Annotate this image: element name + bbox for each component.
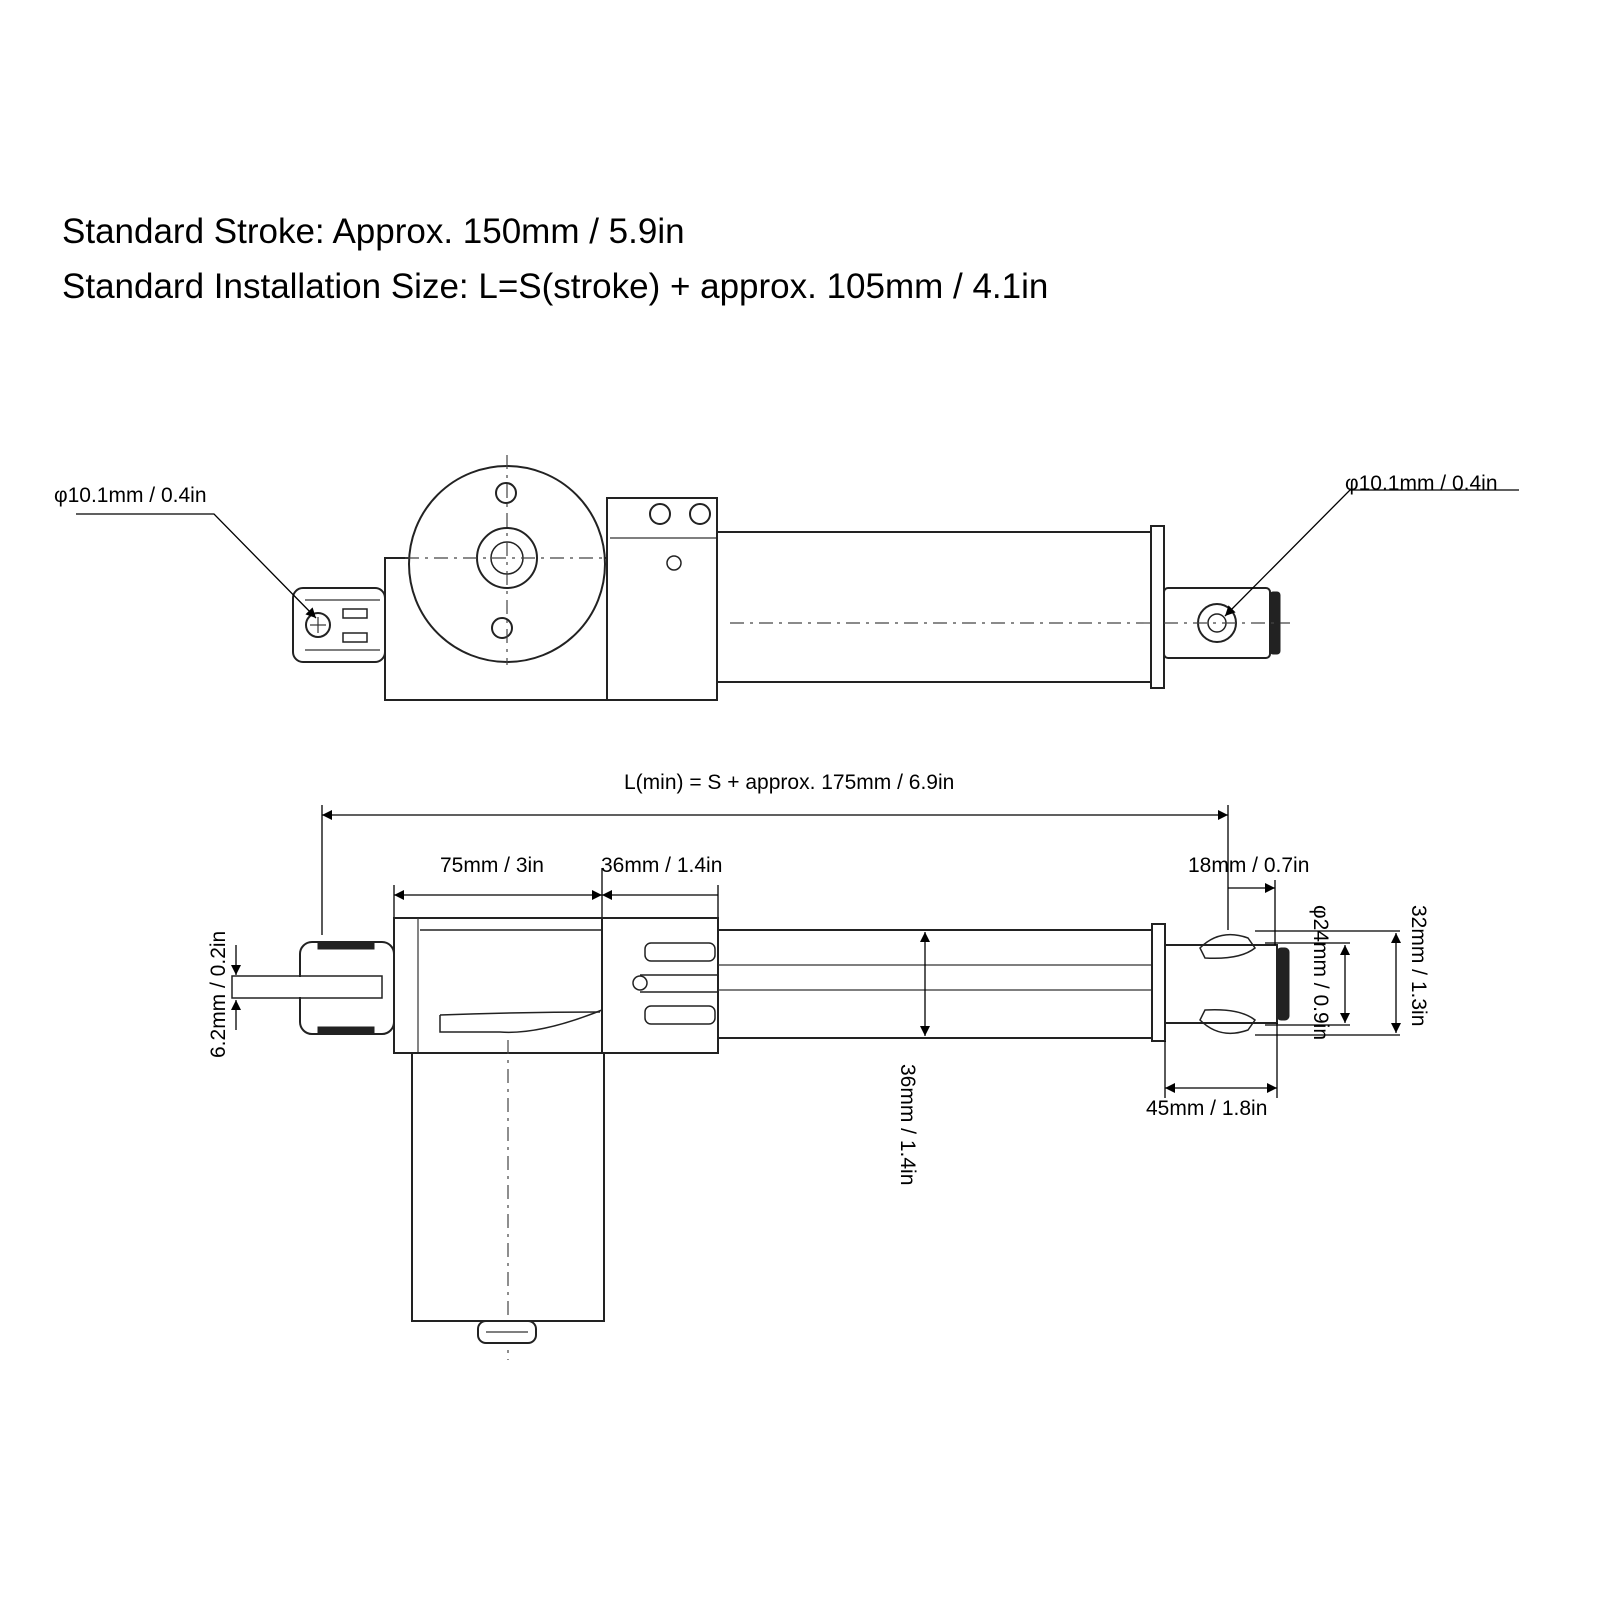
side-outer-tube — [717, 923, 1166, 1042]
side-gearbox — [393, 917, 603, 1054]
gearbox-length-label: 75mm / 3in — [440, 854, 544, 877]
length-label: L(min) = S + approx. 175mm / 6.9in — [624, 771, 954, 794]
rod-diameter-label: φ24mm / 0.9in — [1309, 905, 1332, 1040]
side-motor — [411, 1040, 605, 1360]
housing-length-label: 36mm / 1.4in — [601, 854, 722, 877]
top-right-hole-label: φ10.1mm / 0.4in — [1345, 472, 1498, 495]
top-left-clevis — [292, 587, 386, 663]
top-rod-end — [1163, 587, 1290, 659]
installation-size-heading: Standard Installation Size: L=S(stroke) … — [62, 267, 1049, 306]
side-gear-housing — [601, 917, 719, 1054]
top-outer-tube — [716, 525, 1165, 689]
top-view: φ10.1mm / 0.4in φ10.1mm / 0.4in — [54, 455, 1519, 701]
top-motor-disk — [405, 455, 607, 665]
rod-end-width-label: 18mm / 0.7in — [1188, 854, 1309, 877]
side-view: L(min) = S + approx. 175mm / 6.9in 75mm … — [207, 771, 1430, 1360]
top-right-hole-leader — [1224, 489, 1519, 617]
top-left-hole-leader — [76, 513, 317, 619]
top-left-hole-label: φ10.1mm / 0.4in — [54, 484, 207, 507]
side-left-clevis — [231, 941, 395, 1035]
side-rod-end — [1164, 933, 1290, 1035]
rod-end-length-label: 45mm / 1.8in — [1146, 1097, 1267, 1120]
rod-end-height-label: 32mm / 1.3in — [1407, 905, 1430, 1026]
top-gear-housing — [606, 497, 718, 701]
stroke-spec-heading: Standard Stroke: Approx. 150mm / 5.9in — [62, 212, 685, 251]
tube-diameter-label: 36mm / 1.4in — [896, 1064, 919, 1185]
slot-width-label: 6.2mm / 0.2in — [207, 931, 230, 1058]
